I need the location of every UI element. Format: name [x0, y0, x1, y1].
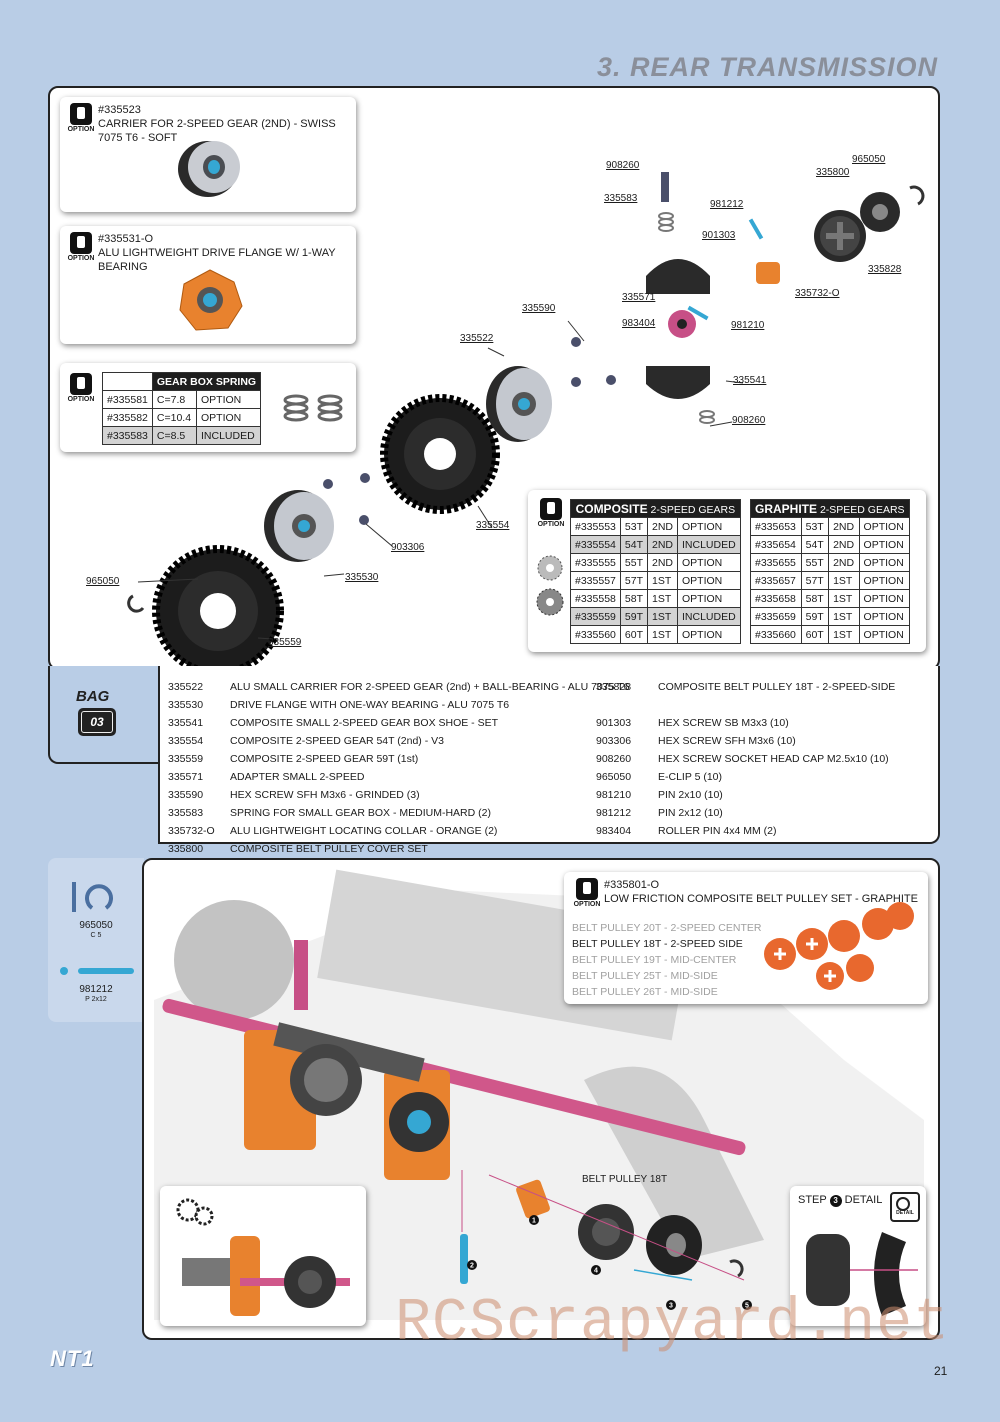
part-label: 901303	[702, 230, 736, 241]
nt1-logo: NT1	[50, 1346, 95, 1371]
thumbs-up-icon	[70, 373, 92, 395]
part-label: 335828	[868, 264, 902, 275]
list-item: BELT PULLEY 25T - MID-SIDE	[572, 970, 718, 982]
option-badge: OPTION	[534, 498, 568, 528]
option-badge: OPTION	[64, 373, 98, 403]
part-label: 335590	[522, 303, 556, 314]
part-label: 908260	[732, 415, 766, 426]
part-label: 965050	[86, 576, 120, 587]
pulley-set-image	[764, 902, 914, 990]
option-description: ALU LIGHTWEIGHT DRIVE FLANGE W/ 1-WAY BE…	[98, 247, 336, 273]
graphite-table-header: GRAPHITE 2-SPEED GEARS	[750, 499, 910, 518]
page-number: 21	[934, 1364, 948, 1378]
part-label: 335732-O	[795, 288, 840, 299]
eclip-code: 965050	[79, 920, 113, 931]
page-title: 3. REAR TRANSMISSION	[596, 52, 938, 82]
svg-text:1: 1	[532, 1218, 536, 1225]
pin-size: P 2x12	[85, 996, 107, 1003]
list-item: BELT PULLEY 20T - 2-SPEED CENTER	[572, 922, 762, 934]
pulley-set-items: BELT PULLEY 20T - 2-SPEED CENTER BELT PU…	[572, 920, 761, 1000]
option-badge: OPTION	[570, 878, 604, 908]
svg-text:2: 2	[470, 1263, 474, 1270]
bag-number: 03	[81, 711, 113, 733]
part-label: 981212	[710, 199, 744, 210]
table-cell: OPTION	[195, 408, 262, 427]
thumbs-up-icon	[70, 103, 92, 125]
option-code: #335801-O	[604, 879, 660, 891]
option-code: #335531-O	[98, 233, 154, 245]
table-cell: #335581	[102, 390, 153, 409]
gear-59t	[152, 545, 284, 666]
part-label: 965050	[852, 154, 886, 165]
table-cell: #335583	[102, 426, 153, 445]
step-detail-card: STEP 3 DETAIL DETAIL	[790, 1186, 926, 1326]
pulley-set-option-card: OPTION #335801-O LOW FRICTION COMPOSITE …	[564, 872, 928, 1004]
option-badge: OPTION	[64, 103, 98, 133]
table-cell: OPTION	[195, 390, 262, 409]
thumbs-up-icon	[70, 232, 92, 254]
option-description: CARRIER FOR 2-SPEED GEAR (2ND) - SWISS 7…	[98, 118, 336, 144]
inset-drawing	[176, 1198, 350, 1316]
part-label: 335800	[816, 167, 850, 178]
option-description: LOW FRICTION COMPOSITE BELT PULLEY SET -…	[604, 893, 918, 905]
watermark: RCScrapyard.net	[395, 1290, 951, 1358]
bag-label: BAG	[76, 688, 110, 705]
inset-detail	[160, 1186, 366, 1326]
gear-54t	[380, 394, 500, 514]
bag-tab: BAG 03	[48, 666, 160, 764]
composite-table-header: COMPOSITE 2-SPEED GEARS	[570, 499, 741, 518]
list-item: BELT PULLEY 26T - MID-SIDE	[572, 986, 718, 998]
assembly-panel: 1 2 3 4 5 BELT PULLEY 18T OPTION #335801-O …	[142, 858, 940, 1340]
thumbs-up-icon	[576, 878, 598, 900]
table-cell: C=8.5	[151, 426, 198, 445]
eclip-icon	[72, 882, 113, 912]
detail-magnifier-icon: DETAIL	[890, 1192, 920, 1222]
carrier-part-image	[178, 141, 240, 197]
option-code: #335523	[98, 104, 141, 116]
part-label: 335530	[345, 572, 379, 583]
svg-text:3: 3	[669, 1303, 673, 1310]
option-card-flange: OPTION #335531-O ALU LIGHTWEIGHT DRIVE F…	[60, 226, 356, 344]
list-item: BELT PULLEY 18T - 2-SPEED SIDE	[572, 938, 743, 950]
part-label: 335583	[604, 193, 638, 204]
gear-disc-icons	[536, 555, 564, 616]
part-label: 903306	[391, 542, 425, 553]
option-card-carrier: OPTION #335523 CARRIER FOR 2-SPEED GEAR …	[60, 97, 356, 212]
part-label: 335541	[733, 375, 767, 386]
pin-icon	[60, 967, 134, 975]
flange-part-image	[179, 269, 243, 331]
part-label: 335571	[622, 292, 656, 303]
table-cell: C=10.4	[151, 408, 198, 427]
part-label: 908260	[606, 160, 640, 171]
step-detail-drawing	[806, 1232, 918, 1316]
step-detail-title: STEP 3 DETAIL	[798, 1194, 883, 1207]
part-label: 335554	[476, 520, 510, 531]
table-cell: #335582	[102, 408, 153, 427]
exploded-diagram	[127, 172, 925, 666]
part-label: 335522	[460, 333, 494, 344]
part-label: 335559	[268, 637, 302, 648]
table-cell: C=7.8	[151, 390, 198, 409]
spring-table-header: GEAR BOX SPRING	[151, 372, 262, 391]
option-badge: OPTION	[64, 232, 98, 262]
thumbs-up-icon	[540, 498, 562, 520]
table-cell: INCLUDED	[195, 426, 262, 445]
pin-code: 981212	[79, 984, 113, 995]
eclip-size: C 5	[90, 932, 102, 939]
part-label: 983404	[622, 318, 656, 329]
belt-pulley-label: BELT PULLEY 18T	[582, 1174, 668, 1185]
part-label: 981210	[731, 320, 765, 331]
small-parts-sidebar: 965050 C 5 981212 P 2x12	[48, 858, 144, 1022]
spring-icons	[283, 394, 343, 422]
svg-text:5: 5	[745, 1303, 749, 1310]
list-item: BELT PULLEY 19T - MID-CENTER	[572, 954, 737, 966]
svg-text:4: 4	[594, 1268, 598, 1275]
